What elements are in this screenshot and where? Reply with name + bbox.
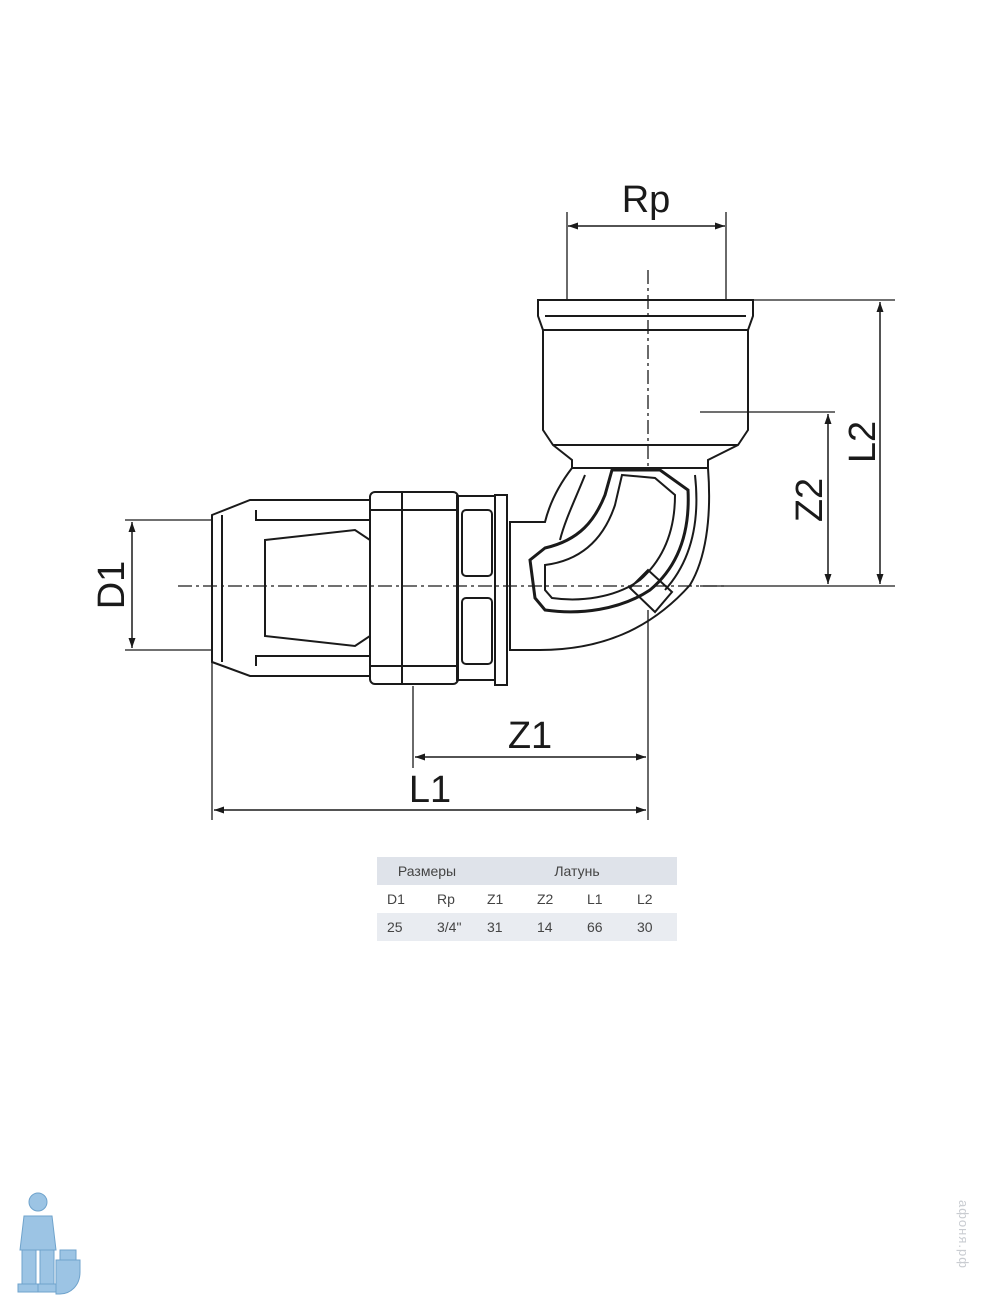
cell-l2: 30 [627, 913, 677, 941]
z1-label: Z1 [508, 715, 552, 757]
table-row: 25 3/4" 31 14 66 30 [377, 913, 677, 941]
cell-z2: 14 [527, 913, 577, 941]
column-header-l1: L1 [577, 885, 627, 913]
cell-l1: 66 [577, 913, 627, 941]
elbow-bend [509, 467, 711, 651]
column-header-d1: D1 [377, 885, 427, 913]
l1-label: L1 [409, 769, 451, 811]
table-header-row: D1 Rp Z1 Z2 L1 L2 [377, 885, 677, 913]
column-header-l2: L2 [627, 885, 677, 913]
rp-socket [537, 299, 754, 469]
cell-d1: 25 [377, 913, 427, 941]
d1-label: D1 [91, 561, 133, 610]
column-header-z2: Z2 [527, 885, 577, 913]
l2-label: L2 [842, 421, 884, 463]
compression-sleeve [211, 499, 371, 677]
group-header-sizes: Размеры [377, 857, 477, 885]
center-lines [178, 270, 728, 587]
group-header-material: Латунь [477, 857, 677, 885]
column-header-rp: Rp [427, 885, 477, 913]
extension-lines [125, 212, 895, 820]
cell-z1: 31 [477, 913, 527, 941]
cell-rp: 3/4" [427, 913, 477, 941]
fitting-body [211, 299, 754, 686]
plumber-mascot-logo [17, 1192, 81, 1295]
dimensions-table: Размеры Латунь D1 Rp Z1 Z2 L1 L2 25 3/4"… [377, 857, 677, 941]
inner-passage [528, 468, 690, 614]
z2-label: Z2 [789, 478, 831, 522]
watermark: афоня.рф [956, 1200, 971, 1269]
table-group-header-row: Размеры Латунь [377, 857, 677, 885]
rp-label: Rp [622, 179, 671, 221]
column-header-z1: Z1 [477, 885, 527, 913]
